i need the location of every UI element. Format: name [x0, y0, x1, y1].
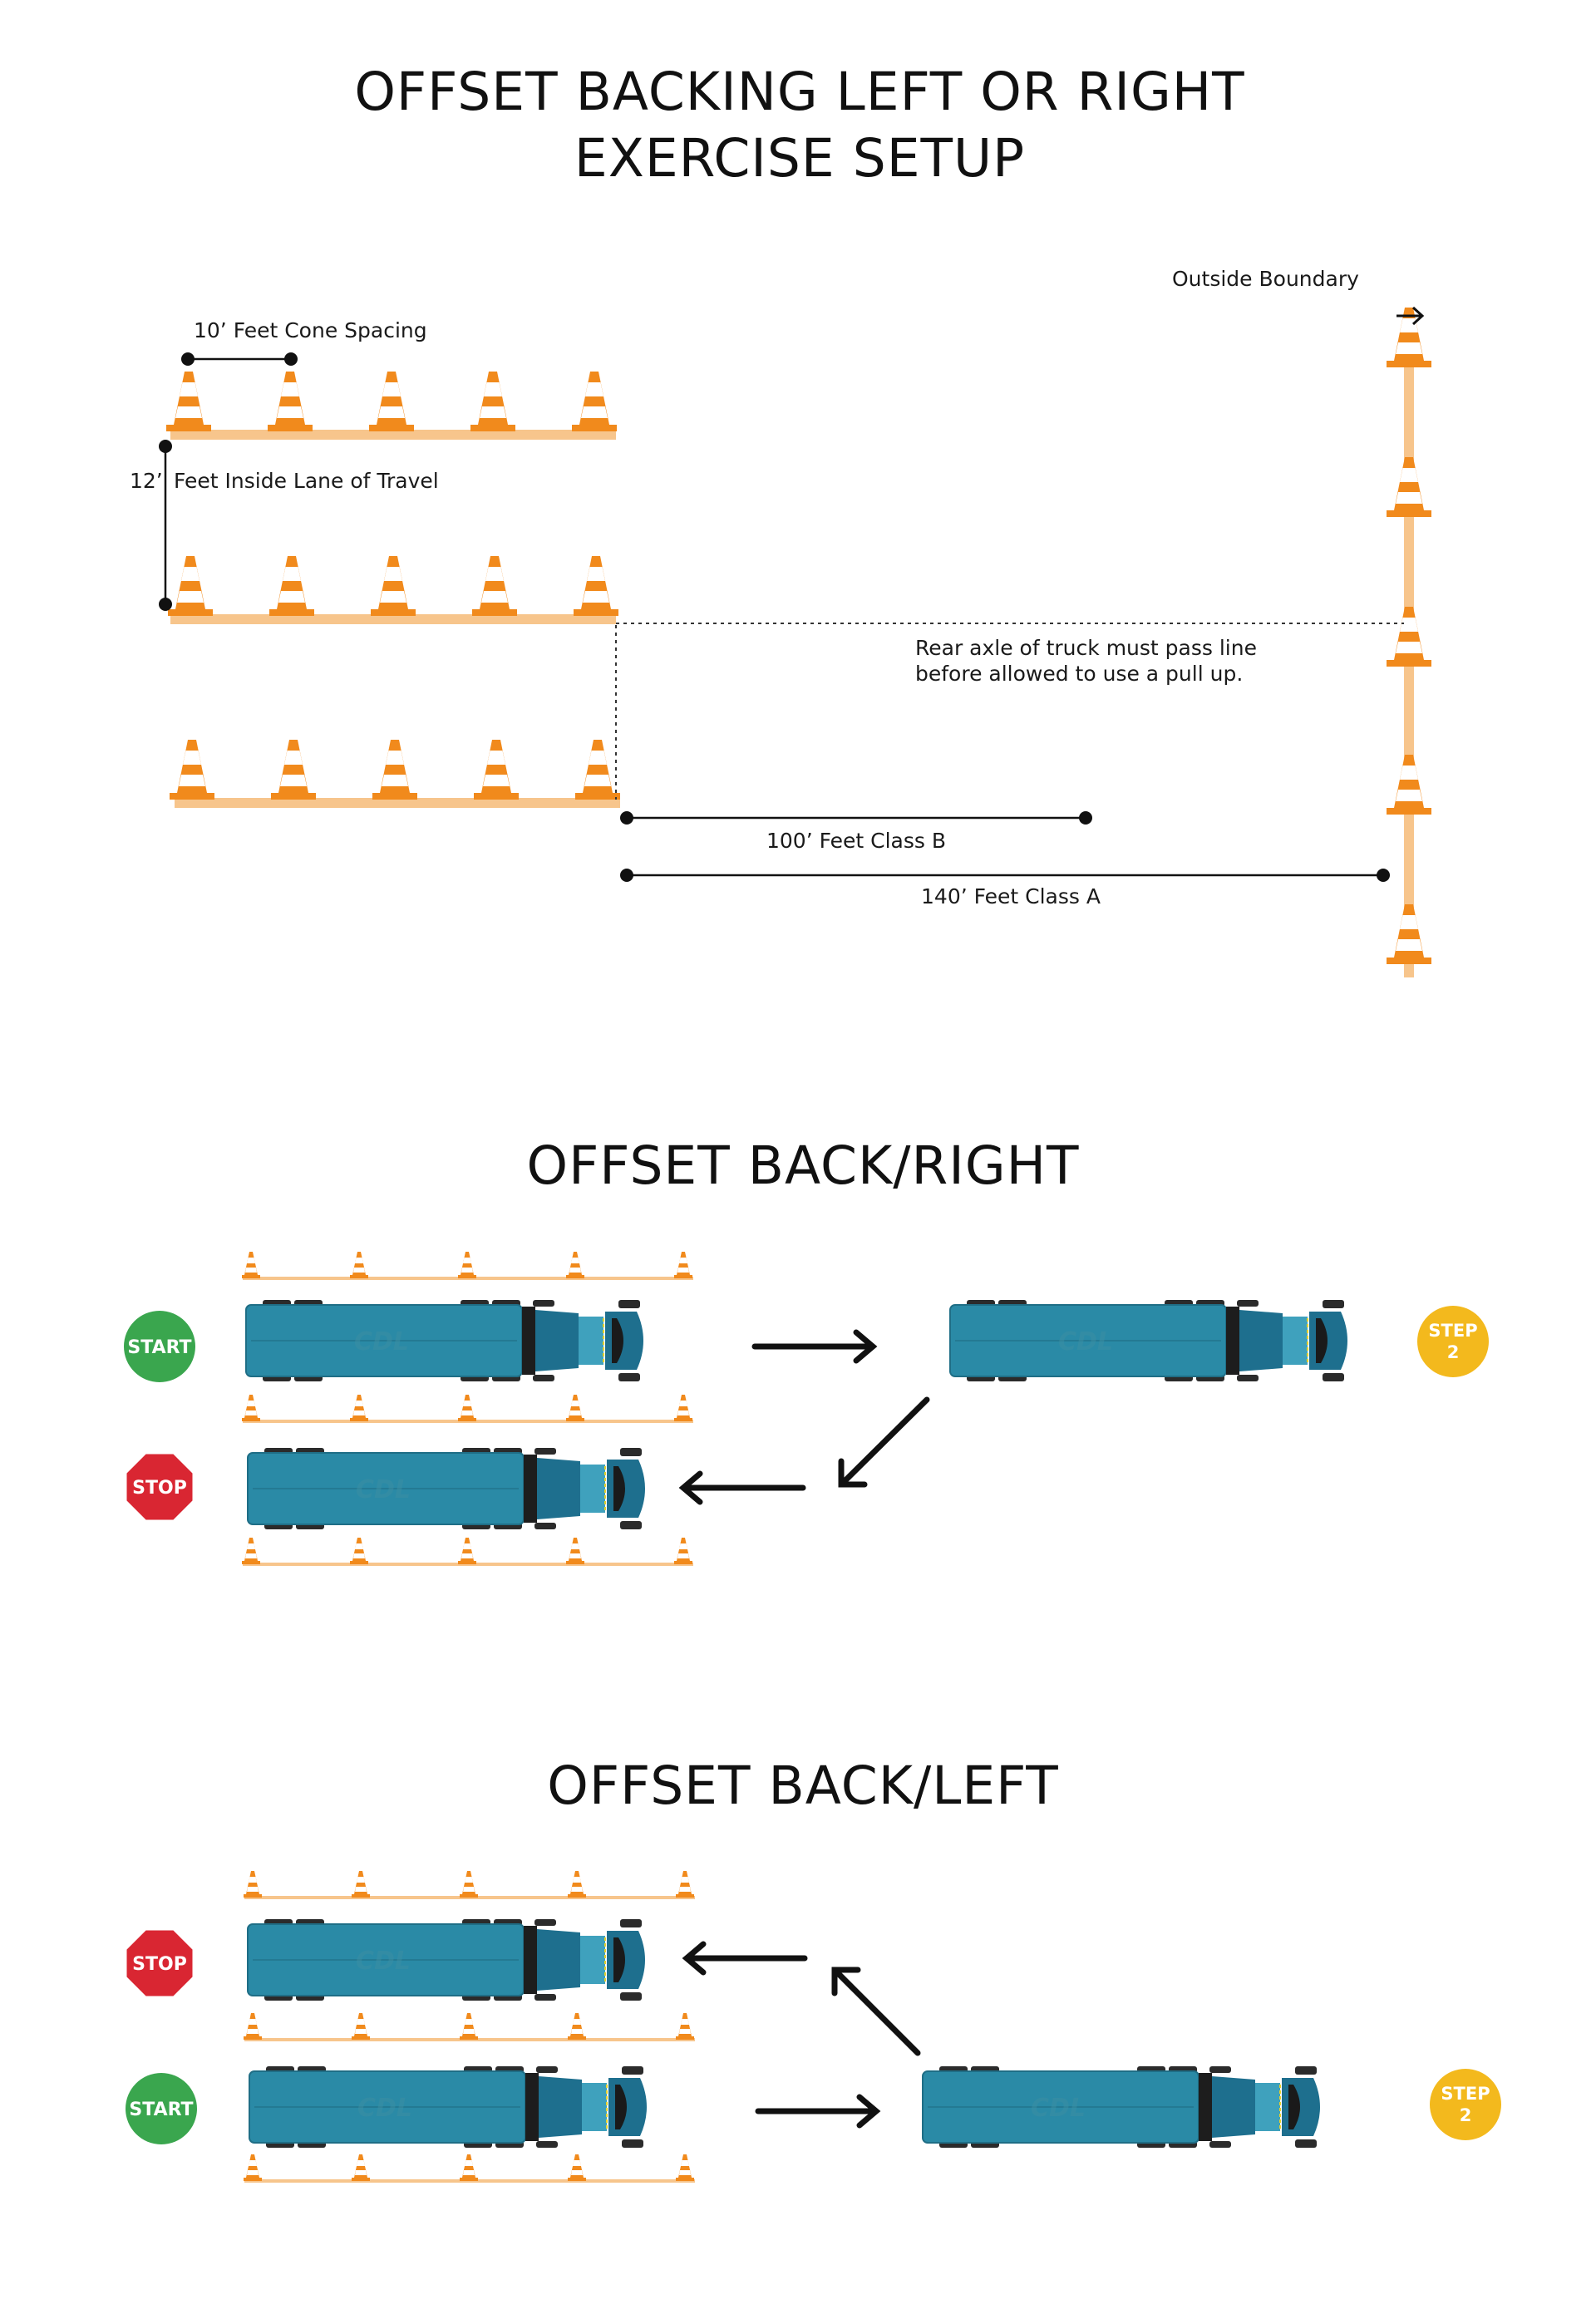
cone [372, 740, 417, 800]
svg-text:STOP: STOP [132, 1478, 187, 1499]
truck-left-start: CDL [249, 2065, 648, 2149]
arrow-left-icon [678, 1470, 806, 1505]
stop-sign: STOP [124, 1927, 195, 1999]
right-cone-row-3 [242, 1538, 693, 1566]
truck-logo: CDL [354, 1327, 409, 1356]
left-cone-row-1 [244, 1871, 695, 1899]
cone [271, 740, 316, 800]
cone [371, 556, 416, 616]
right-cone-row-1 [242, 1252, 693, 1280]
class-b-label: 100’ Feet Class B [766, 829, 946, 853]
svg-text:2: 2 [1447, 1342, 1460, 1362]
svg-text:STEP: STEP [1441, 2084, 1490, 2104]
class-a-label: 140’ Feet Class A [921, 884, 1101, 908]
truck-logo: CDL [357, 2094, 412, 2123]
offset-right-title: OFFSET BACK/RIGHT [526, 1135, 1079, 1196]
step-badge: STEP 2 [1430, 2069, 1501, 2140]
svg-text:STOP: STOP [132, 1954, 187, 1975]
cone [470, 372, 515, 431]
stop-sign: STOP [124, 1451, 195, 1523]
arrow-left-icon [682, 1941, 808, 1976]
cone-spacing-dimension [181, 352, 298, 366]
arrow-right-icon [751, 1329, 878, 1364]
truck-logo: CDL [356, 1947, 411, 1976]
cone-row-2 [168, 556, 618, 616]
cone [269, 556, 314, 616]
outside-boundary-label: Outside Boundary [1172, 267, 1359, 291]
lane-strip-1 [170, 430, 616, 440]
cone [575, 740, 620, 800]
lane-width-label: Feet Inside Lane of Travel [174, 469, 439, 493]
arrow-right-icon [1396, 306, 1425, 326]
right-cone-row-2 [242, 1395, 693, 1423]
truck-logo: CDL [1031, 2094, 1086, 2123]
truck-right-stop: CDL [247, 1447, 646, 1530]
svg-text:2: 2 [1460, 2105, 1472, 2125]
cone [369, 372, 414, 431]
svg-text:START: START [127, 1337, 191, 1358]
rear-axle-label-line2: before allowed to use a pull up. [915, 662, 1243, 686]
cone-row-1 [166, 372, 617, 431]
class-b-dimension [620, 811, 1092, 825]
cone [1387, 607, 1431, 667]
arrow-up-left-icon [831, 1967, 921, 2056]
cone [268, 372, 313, 431]
svg-text:STEP: STEP [1428, 1321, 1477, 1341]
left-cone-row-2 [244, 2013, 695, 2041]
arrow-right-icon [755, 2094, 881, 2129]
cone [1387, 904, 1431, 964]
cone [1387, 755, 1431, 815]
offset-left-title: OFFSET BACK/LEFT [547, 1755, 1059, 1816]
start-badge: START [126, 2073, 197, 2144]
truck-logo: CDL [1058, 1327, 1113, 1356]
lane-strip-3 [175, 798, 620, 808]
lane-strip-2 [170, 614, 616, 624]
lane-width-dimension [159, 440, 172, 611]
left-cone-row-3 [244, 2154, 695, 2183]
step-badge: STEP 2 [1417, 1306, 1489, 1377]
class-a-dimension [620, 869, 1390, 882]
cone [572, 372, 617, 431]
truck-right-start: CDL [245, 1299, 644, 1382]
arrow-down-left-icon [838, 1396, 930, 1488]
rear-axle-label-line1: Rear axle of truck must pass line [915, 636, 1257, 660]
cone [574, 556, 618, 616]
cone [168, 556, 213, 616]
lane-width-value: 12’ [130, 469, 163, 493]
cone [1387, 457, 1431, 517]
cone-spacing-label: 10’ Feet Cone Spacing [194, 318, 427, 342]
start-badge: START [124, 1311, 195, 1382]
cone [170, 740, 214, 800]
cone [474, 740, 519, 800]
setup-title-line1: OFFSET BACKING LEFT OR RIGHT [354, 62, 1244, 122]
truck-left-step2: CDL [922, 2065, 1321, 2149]
svg-text:START: START [129, 2100, 193, 2120]
truck-right-step2: CDL [949, 1299, 1348, 1382]
cone [472, 556, 517, 616]
truck-left-stop: CDL [247, 1918, 646, 2001]
cone [166, 372, 211, 431]
setup-title-line2: EXERCISE SETUP [574, 128, 1025, 189]
cone-row-3 [170, 740, 620, 800]
truck-logo: CDL [356, 1475, 411, 1504]
